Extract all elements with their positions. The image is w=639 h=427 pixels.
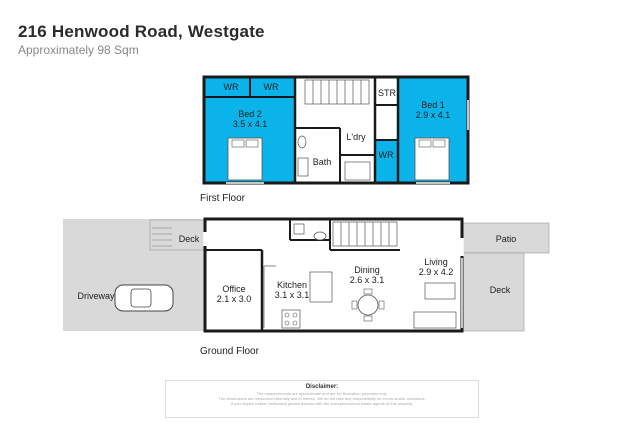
wr1-label: WR [224,82,239,92]
dining-size: 2.6 x 3.1 [350,275,385,285]
bed-1-furniture [414,137,450,181]
deck-left-area [149,219,206,251]
kitchen-name: Kitchen [277,280,307,290]
patio-area [461,222,550,254]
first-floor-label: First Floor [200,193,246,204]
bed-2-furniture [227,137,263,181]
living-size: 2.9 x 4.2 [419,267,454,277]
first-floor-plan: WR WR Bed 2 3.5 x 4.1 STR Bed 1 2.9 x 4.… [200,75,470,204]
laundry-tub [344,161,371,181]
ground-floor-plan: Deck Patio Driveway Office 2.1 x 3.0 Kit… [63,217,550,357]
car-icon [114,284,174,312]
bed1-size: 2.9 x 4.1 [416,110,451,120]
bath-label: Bath [313,157,332,167]
kitchen-size: 3.1 x 3.1 [275,290,310,300]
coffee-table [424,282,456,300]
disclaimer-line-3: If you require further verification plea… [230,401,414,406]
stairs-first [304,79,370,105]
sofa [413,311,457,329]
disclaimer-box: Disclaimer: The measurements are approxi… [165,380,479,418]
property-area: Approximately 98 Sqm [18,43,139,57]
driveway-label: Driveway [77,291,115,301]
stairs-ground [332,221,398,247]
deck-right-area [461,252,525,332]
disclaimer-heading: Disclaimer: [305,384,339,390]
wr2-label: WR [264,82,279,92]
bath-vanity [297,157,309,177]
str-label: STR [378,88,397,98]
wr3-label: WR [379,150,394,160]
kitchen-island [309,271,333,303]
ground-floor-label: Ground Floor [200,346,260,357]
disclaimer-line-1: The measurements are approximate and are… [256,391,388,396]
wr3-area [375,140,398,183]
disclaimer-line-2: The dimensions are measured internally a… [218,396,426,401]
bed2-name: Bed 2 [238,109,262,119]
office-size: 2.1 x 3.0 [217,294,252,304]
cooktop [281,309,301,329]
living-name: Living [424,257,448,267]
laundry-label: L'dry [346,132,366,142]
office-name: Office [222,284,245,294]
dining-table [351,288,385,322]
patio-label: Patio [496,234,517,244]
deck-left-label: Deck [179,234,200,244]
bed1-name: Bed 1 [421,100,445,110]
deck-right-label: Deck [490,285,511,295]
property-address: 216 Henwood Road, Westgate [18,22,265,41]
toilet-first [297,135,307,149]
bed2-size: 3.5 x 4.1 [233,119,268,129]
dining-name: Dining [354,265,380,275]
